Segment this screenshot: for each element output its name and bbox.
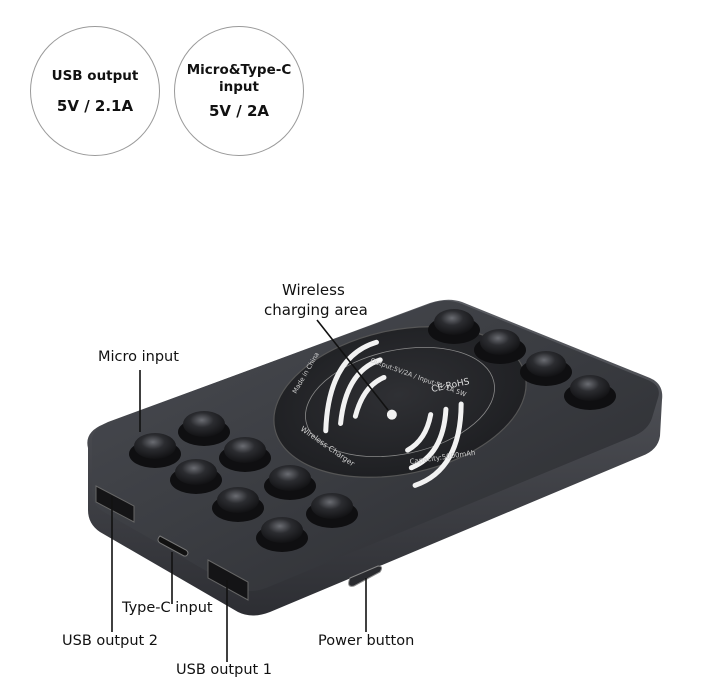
suction-cup	[474, 329, 526, 364]
usb-port-2	[95, 485, 135, 523]
typec-input-label: Type-C input	[121, 600, 213, 616]
power-button-label: Power button	[318, 633, 414, 649]
suction-cup	[170, 459, 222, 494]
suction-cups	[129, 309, 616, 552]
usb-output-spec-value: 5V / 2.1A	[56, 96, 134, 115]
wireless-label-line1: Wireless	[282, 281, 345, 299]
usb-output-spec-circle: USB output 5V / 2.1A	[30, 26, 160, 156]
suction-cup	[129, 433, 181, 468]
usb-output-2-label: USB output 2	[62, 633, 158, 649]
usb-output-1-label: USB output 1	[176, 662, 272, 678]
suction-cup	[256, 517, 308, 552]
micro-input-label: Micro input	[98, 349, 179, 365]
power-button	[348, 565, 383, 587]
suction-cup	[212, 487, 264, 522]
suction-cup	[219, 437, 271, 472]
leader-lines	[111, 319, 389, 662]
input-spec-value: 5V / 2A	[208, 102, 269, 120]
suction-cup	[178, 411, 230, 446]
suction-cup	[264, 465, 316, 500]
usb-port-1	[207, 559, 249, 601]
typec-port	[157, 535, 189, 557]
suction-cup	[306, 493, 358, 528]
ports	[95, 485, 383, 601]
wireless-label-line2: charging area	[264, 301, 368, 319]
input-spec-title: Micro&Type-C input	[186, 62, 292, 95]
suction-cup	[520, 351, 572, 386]
input-spec-circle: Micro&Type-C input 5V / 2A	[174, 26, 304, 156]
suction-cup	[564, 375, 616, 410]
suction-cup	[428, 309, 480, 344]
usb-output-spec-title: USB output	[51, 67, 139, 84]
